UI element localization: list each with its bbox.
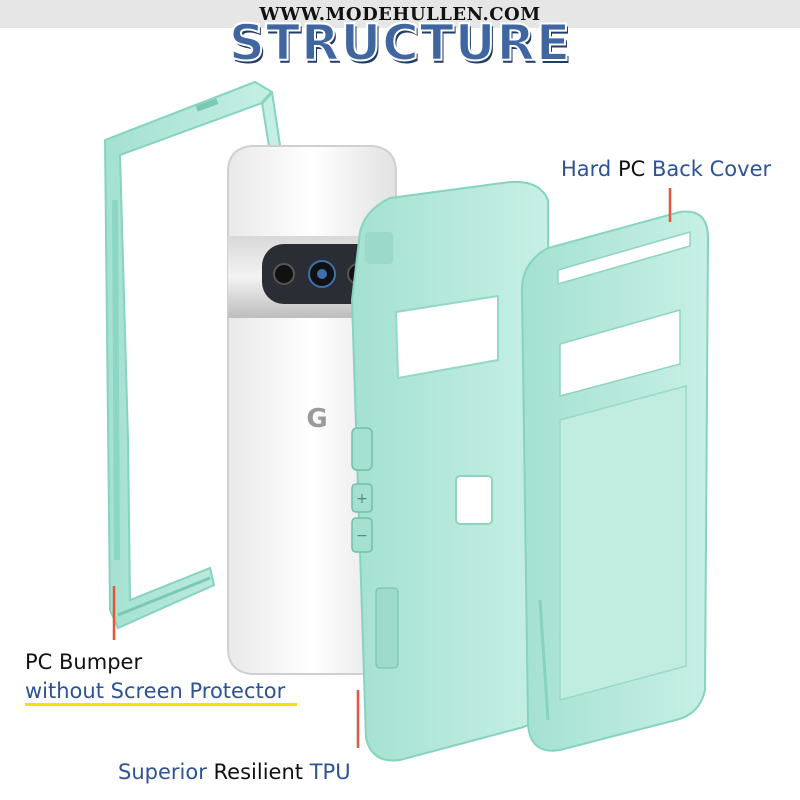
label-bumper-part2: Bumper [59, 650, 142, 674]
label-tpu: Superior Resilient TPU [118, 760, 351, 784]
button-cover [352, 428, 372, 470]
camera-lens-icon [274, 264, 294, 284]
label-tpu-part3: TPU [310, 760, 351, 784]
tpu-inner-case: + − [352, 182, 550, 761]
label-back-cover-part2: PC [618, 157, 645, 181]
label-bumper-line2: without Screen Protector [25, 679, 285, 703]
label-back-cover-part3: Back Cover [652, 157, 771, 181]
label-tpu-part2: Resilient [214, 760, 303, 784]
phone-logo: G [306, 404, 327, 434]
camera-cutout [456, 476, 492, 524]
hard-pc-back-cover [522, 212, 708, 751]
label-back-cover: Hard PC Back Cover [561, 157, 771, 181]
grip-texture [376, 588, 398, 668]
svg-text:+: + [356, 491, 368, 507]
label-back-cover-part1: Hard [561, 157, 611, 181]
highlight-underline [25, 703, 297, 706]
label-bumper-line1: PC Bumper [25, 650, 142, 674]
label-bumper-part1: PC [25, 650, 52, 674]
label-tpu-part1: Superior [118, 760, 207, 784]
svg-text:−: − [356, 528, 368, 544]
